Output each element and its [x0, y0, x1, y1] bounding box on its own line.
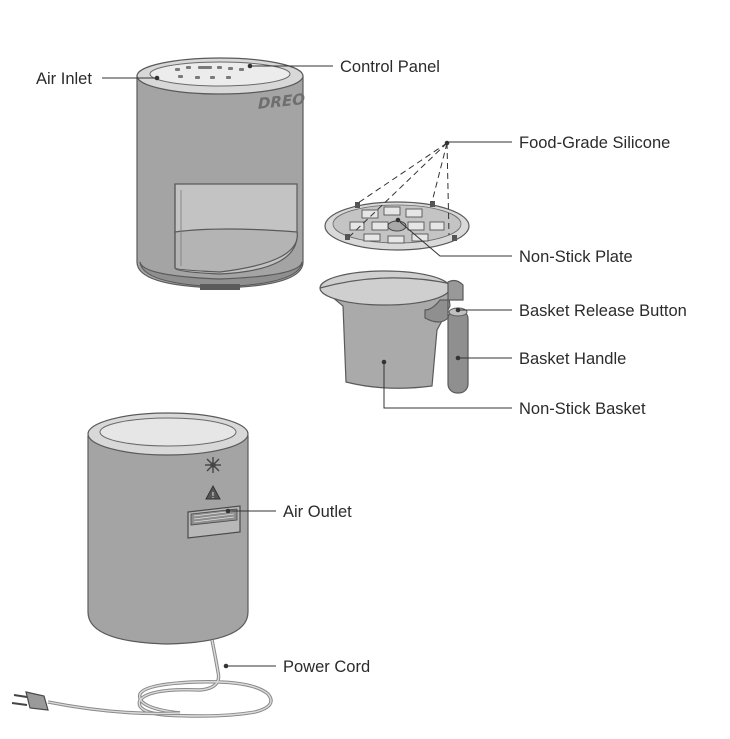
- air-fryer-front-view: DREO: [136, 57, 305, 290]
- svg-text:!: !: [211, 491, 214, 500]
- leader-lines: [102, 63, 512, 669]
- label-food-grade-silicone: Food-Grade Silicone: [519, 134, 670, 152]
- power-cord-illustration: [11, 639, 273, 718]
- label-control-panel: Control Panel: [340, 58, 440, 76]
- plug-icon: [11, 691, 49, 711]
- label-non-stick-basket: Non-Stick Basket: [519, 400, 646, 418]
- control-panel-buttons: [175, 66, 244, 79]
- label-basket-handle: Basket Handle: [519, 350, 626, 368]
- label-basket-release-button: Basket Release Button: [519, 302, 687, 320]
- air-fryer-back-view: !: [87, 412, 249, 645]
- label-power-cord: Power Cord: [283, 658, 370, 676]
- label-non-stick-plate: Non-Stick Plate: [519, 248, 633, 266]
- warning-triangle-icon: !: [205, 484, 221, 500]
- non-stick-plate-illustration: [324, 201, 470, 251]
- brand-logo: DREO: [258, 90, 305, 113]
- fan-icon: [205, 457, 221, 473]
- label-air-inlet: Air Inlet: [36, 70, 92, 88]
- label-air-outlet: Air Outlet: [283, 503, 352, 521]
- non-stick-basket-illustration: [319, 270, 469, 394]
- air-outlet-vent: [187, 505, 241, 539]
